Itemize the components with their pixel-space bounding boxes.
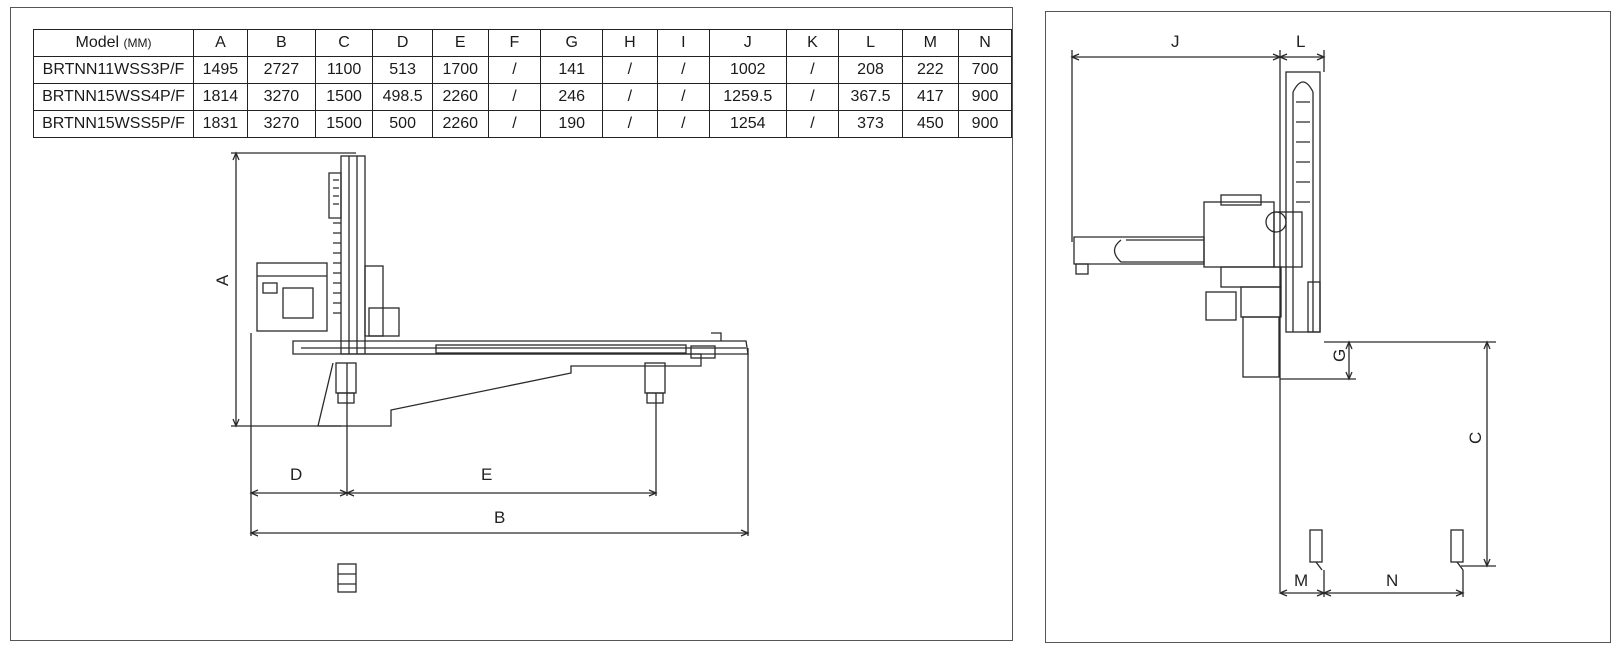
value-cell: 417 [901, 83, 960, 111]
column-header-d: D [372, 29, 433, 57]
side-view-drawing: J L G C M N [1070, 32, 1496, 597]
value-cell: 1254 [708, 110, 787, 138]
value-cell: / [656, 83, 710, 111]
value-cell: 1500 [314, 83, 374, 111]
value-cell: 208 [838, 56, 903, 84]
column-header-j: J [708, 29, 787, 57]
gripper-bottom [337, 563, 357, 593]
control-box [256, 262, 328, 332]
column-header-e: E [431, 29, 489, 57]
value-cell: 500 [372, 110, 433, 138]
dim-label-m: M [1294, 571, 1308, 590]
value-cell: 1100 [314, 56, 374, 84]
value-cell: 1814 [192, 83, 248, 111]
column-header-m: M [901, 29, 960, 57]
value-cell: 3270 [246, 110, 316, 138]
value-cell: / [656, 56, 710, 84]
value-cell: 1831 [192, 110, 248, 138]
value-cell: 900 [958, 83, 1012, 111]
dim-label-l: L [1296, 32, 1305, 51]
column-header-c: C [314, 29, 374, 57]
value-cell: 190 [540, 110, 604, 138]
dim-label-j: J [1171, 32, 1180, 51]
value-cell: / [487, 110, 542, 138]
value-cell: 498.5 [372, 83, 433, 111]
value-cell: / [602, 83, 658, 111]
traverse-beam [292, 340, 749, 355]
gripper-m [1309, 529, 1323, 563]
value-cell: 1495 [192, 56, 248, 84]
value-cell: 367.5 [838, 83, 903, 111]
horizontal-arm-side [1073, 236, 1205, 265]
dim-label-d: D [290, 465, 302, 484]
value-cell: 1500 [314, 110, 374, 138]
value-cell: 900 [958, 110, 1012, 138]
dim-label-b: B [494, 508, 505, 527]
value-cell: / [602, 110, 658, 138]
value-cell: 246 [540, 83, 604, 111]
lower-column [1242, 316, 1280, 378]
value-cell: 700 [958, 56, 1012, 84]
value-cell: 2727 [246, 56, 316, 84]
value-cell: 222 [901, 56, 960, 84]
column-header-n: N [958, 29, 1012, 57]
model-cell: BRTNN15WSS5P/F [33, 110, 194, 138]
dim-label-e: E [481, 465, 492, 484]
column-header-g: G [540, 29, 604, 57]
model-cell: BRTNN15WSS4P/F [33, 83, 194, 111]
model-cell: BRTNN11WSS3P/F [33, 56, 194, 84]
dim-label-g: G [1330, 349, 1349, 362]
dim-label-c: C [1466, 432, 1485, 444]
value-cell: / [656, 110, 710, 138]
foot-right [644, 362, 666, 394]
column-header-i: I [656, 29, 710, 57]
column-header-f: F [487, 29, 542, 57]
gripper-n [1450, 529, 1464, 563]
side-view-panel: J L G C M N [1045, 11, 1611, 643]
dim-label-a: A [213, 274, 232, 286]
foot-left [335, 362, 357, 394]
column-header-h: H [602, 29, 658, 57]
vertical-arm [340, 155, 366, 355]
carriage-block [1203, 201, 1275, 268]
model-header: Model (MM) [33, 29, 194, 57]
value-cell: 450 [901, 110, 960, 138]
value-cell: 2260 [431, 110, 489, 138]
front-view-drawing: A D E B [213, 151, 750, 593]
vertical-arm-side [1285, 71, 1321, 333]
base-frame [317, 353, 702, 427]
dim-label-n: N [1386, 571, 1398, 590]
